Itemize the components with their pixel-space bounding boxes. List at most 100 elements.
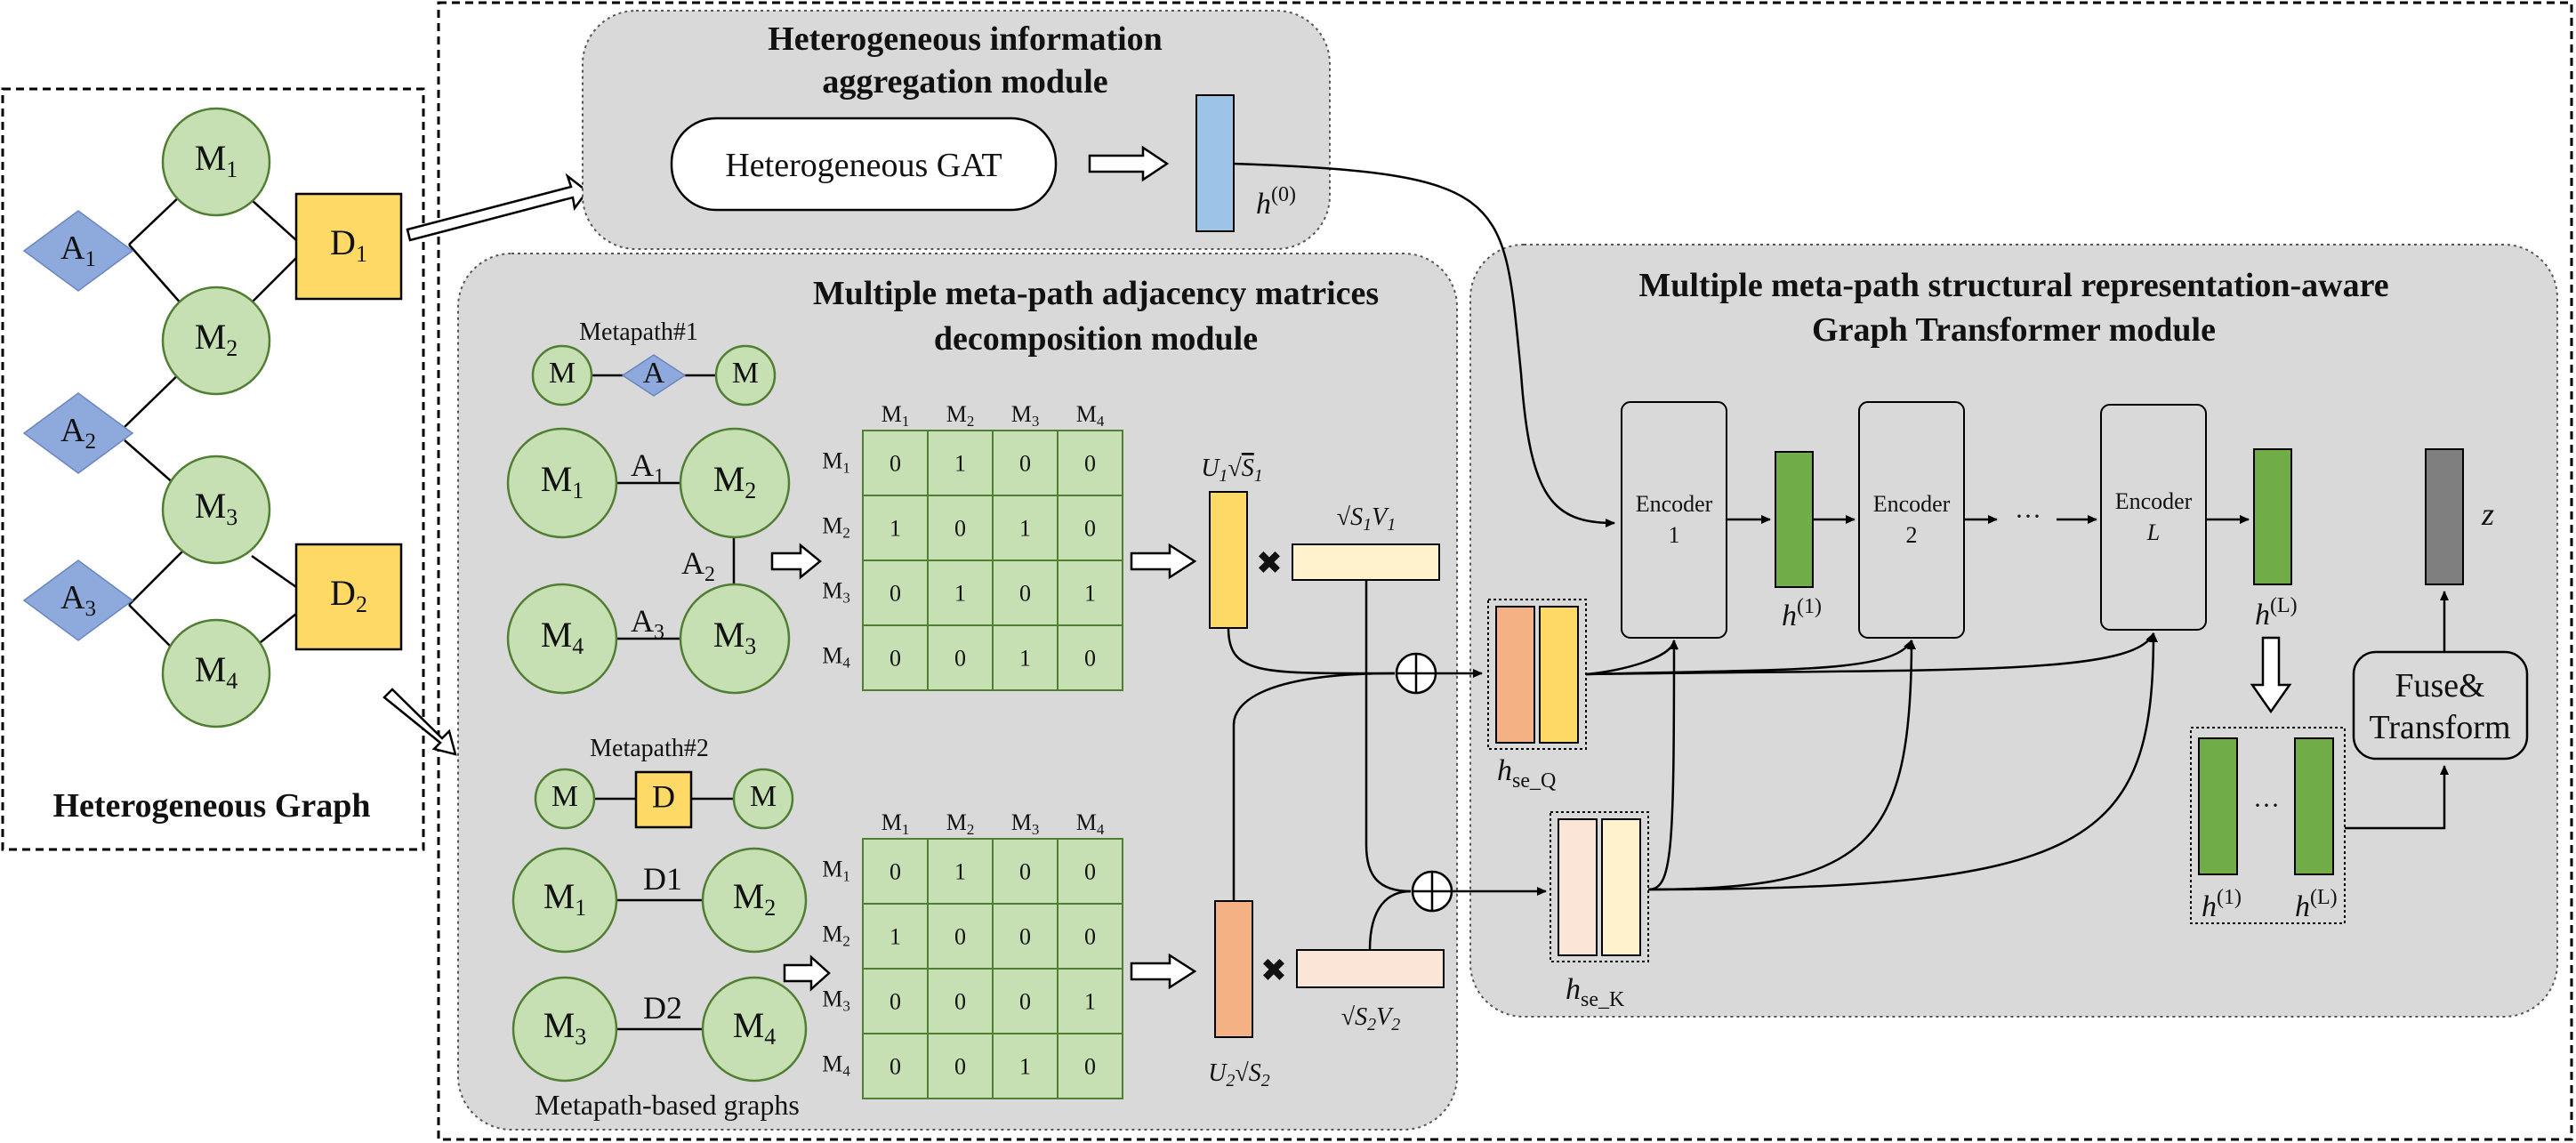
stack-hl-vector — [2294, 737, 2334, 875]
oplus-q — [1395, 652, 1437, 695]
adjacency-matrix-2-cell-value: 0 — [1084, 859, 1096, 885]
encoder-2-label: Encoder — [1873, 491, 1951, 517]
adjacency-matrix-2-cell — [1057, 838, 1123, 905]
adjacency-matrix-2-cell-value: 0 — [1084, 924, 1096, 950]
mmp-module-title-1: Multiple meta-path adjacency matrices — [813, 275, 1379, 312]
encoder-l-label: Encoder — [2115, 488, 2193, 514]
mp1-node-m2-label: M2 — [713, 459, 757, 503]
adjacency-matrix-1-col-2: M2 — [946, 401, 975, 430]
encoder-dots: ··· — [2015, 502, 2041, 531]
adjacency-matrix-1-cell — [862, 624, 929, 691]
adjacency-matrix-1-cell — [927, 430, 994, 496]
adjacency-matrix-1-row-2: M2 — [822, 512, 850, 541]
mp2-schema-m-right-label: M — [750, 780, 777, 813]
adjacency-matrix-1-cell-value: 0 — [890, 646, 901, 672]
mp2-node-m4 — [701, 976, 808, 1083]
hse-q-part-1 — [1495, 606, 1535, 744]
encoder-1-label: Encoder — [1636, 491, 1713, 517]
hg-node-a1-label: A1 — [60, 229, 96, 271]
stack-dots: ··· — [2253, 791, 2280, 820]
mp1-schema-m-right-label: M — [732, 357, 759, 390]
gt-module-box — [1469, 244, 2558, 1018]
mp2-schema-d-label: D — [652, 778, 675, 814]
mp1-node-m3 — [679, 583, 791, 695]
adjacency-matrix-1-row-4: M4 — [822, 642, 850, 671]
adjacency-matrix-2-row-2: M2 — [822, 921, 850, 949]
adjacency-matrix-2-col-1: M1 — [881, 809, 910, 838]
mp2-node-m1 — [511, 847, 618, 954]
hg-node-d2 — [294, 543, 403, 651]
adjacency-matrix-2-cell — [992, 1033, 1059, 1099]
adjacency-matrix-2-cell-value: 1 — [1019, 1054, 1031, 1080]
adjacency-matrix-1-cell-value: 1 — [954, 581, 966, 607]
fuse-label-2: Transform — [2369, 709, 2510, 746]
adjacency-matrix-2-col-4: M4 — [1076, 809, 1105, 838]
encoder-l-index: L — [2146, 519, 2160, 545]
hg-node-m2 — [161, 286, 271, 396]
u1-vector — [1209, 491, 1248, 629]
hg-node-m3 — [161, 455, 271, 565]
adjacency-matrix-1-col-3: M3 — [1011, 401, 1040, 430]
hse-q-label: hse_Q — [1497, 754, 1556, 793]
hg-node-m2-label: M2 — [195, 317, 238, 361]
adjacency-matrix-1-cell-value: 1 — [954, 451, 966, 477]
adjacency-matrix-2-cell-value: 0 — [1019, 989, 1031, 1015]
adjacency-matrix-1-cell — [1057, 624, 1123, 691]
adjacency-matrix-2-cell-value: 0 — [1084, 1054, 1096, 1080]
arrow-gat-to-h0 — [1088, 145, 1170, 182]
hia-module-title-2: aggregation module — [822, 63, 1107, 101]
mp2-schema-m-left-label: M — [551, 780, 578, 813]
fuse-label-1: Fuse& — [2395, 667, 2484, 704]
mp1-node-m4-label: M4 — [541, 615, 584, 659]
mp1-node-m3-label: M3 — [713, 615, 757, 659]
mp1-schema-a-label: A — [643, 357, 665, 390]
mp1-node-m1 — [506, 427, 618, 539]
adjacency-matrix-1-cell-value: 0 — [890, 451, 901, 477]
hg-node-m1-label: M1 — [195, 138, 238, 182]
z-vector — [2425, 448, 2464, 585]
adjacency-matrix-1-row-1: M1 — [822, 447, 850, 476]
adjacency-matrix-2-col-2: M2 — [946, 809, 975, 838]
hg-node-a3 — [22, 559, 134, 641]
metapath2-label: Metapath#2 — [590, 735, 709, 762]
encoder-l — [2100, 404, 2207, 631]
hl-vector — [2253, 448, 2292, 585]
layer-stack-group — [2190, 727, 2346, 924]
mp1-node-m2 — [679, 427, 791, 539]
adjacency-matrix-2-cell-value: 0 — [890, 989, 901, 1015]
adjacency-matrix-2-cell — [862, 903, 929, 970]
v1-label: √S1V1 — [1337, 503, 1396, 535]
mp1-schema-m-right — [714, 344, 777, 406]
u1-label: U1√S1 — [1201, 455, 1263, 486]
adjacency-matrix-2-cell — [992, 838, 1059, 905]
adjacency-matrix-2-cell-value: 0 — [954, 989, 966, 1015]
hg-node-a3-label: A3 — [60, 579, 96, 621]
mp1-node-m1-label: M1 — [541, 459, 584, 503]
adjacency-matrix-2-row-4: M4 — [822, 1050, 850, 1079]
mp2-node-m2-label: M2 — [733, 876, 777, 921]
mp1-edge-a1: A1 — [631, 447, 664, 488]
adjacency-matrix-1-cell-value: 1 — [890, 516, 901, 542]
hia-module-title-1: Heterogeneous information — [768, 20, 1163, 58]
hse-q-part-2 — [1539, 606, 1579, 744]
h1-vector — [1775, 451, 1814, 588]
hg-node-m4 — [161, 618, 271, 728]
hse-k-group — [1550, 811, 1649, 962]
mp1-edge-a2: A2 — [681, 545, 715, 586]
arrow-mp2-to-matrix — [783, 954, 831, 992]
adjacency-matrix-1-cell — [992, 624, 1059, 691]
adjacency-matrix-1-cell-value: 1 — [1019, 516, 1031, 542]
adjacency-matrix-1-cell-value: 1 — [1019, 646, 1031, 672]
adjacency-matrix-2-cell-value: 0 — [890, 1054, 901, 1080]
hg-node-m1 — [161, 107, 271, 217]
hg-node-a1 — [22, 210, 134, 292]
hg-node-d1-label: D1 — [330, 222, 367, 267]
multiply-1: ✖ — [1256, 545, 1283, 581]
mp1-node-m4 — [506, 583, 618, 695]
adjacency-matrix-1-cell-value: 0 — [1084, 451, 1096, 477]
hse-k-part-1 — [1558, 818, 1598, 956]
adjacency-matrix-2-cell-value: 1 — [954, 859, 966, 885]
hetero-graph-panel — [1, 87, 425, 851]
